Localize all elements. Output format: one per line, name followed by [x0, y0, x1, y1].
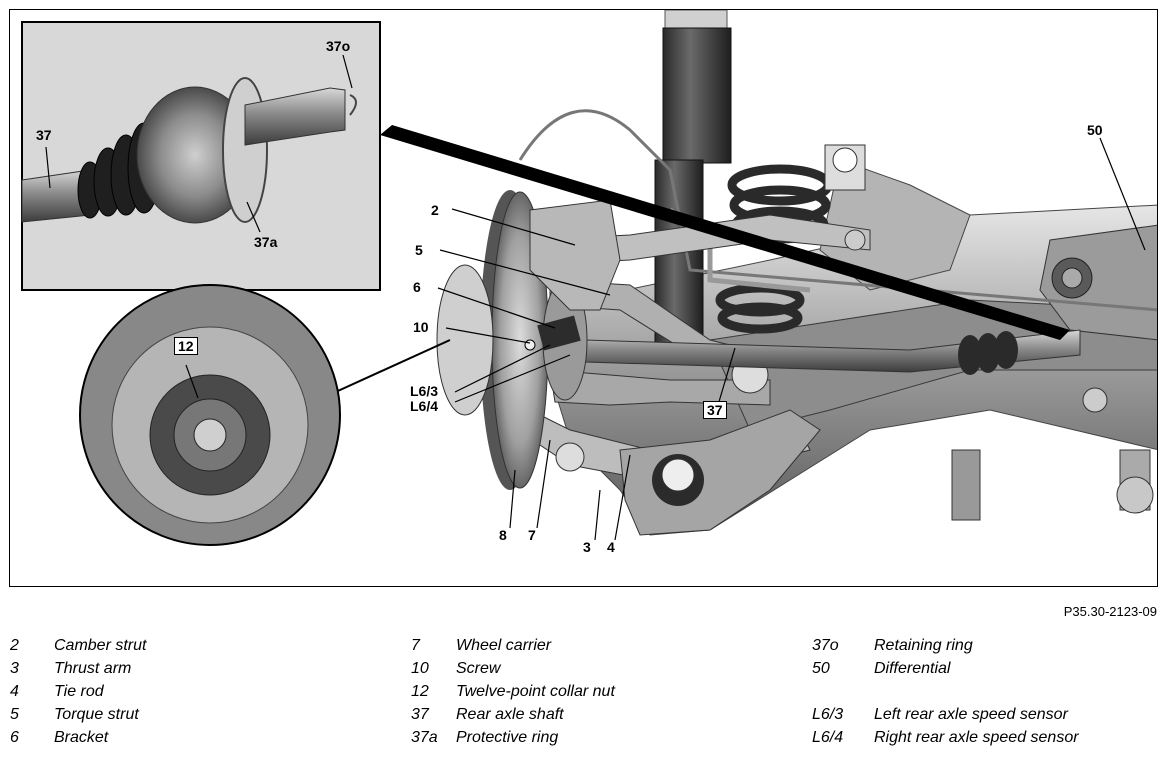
- legend-number: 37: [411, 706, 429, 723]
- callout-6: 6: [413, 279, 421, 295]
- legend-text: Right rear axle speed sensor: [874, 729, 1079, 746]
- legend-number: 2: [10, 637, 19, 654]
- callout-37a: 37a: [254, 234, 278, 250]
- callout-37-inset: 37: [36, 127, 52, 143]
- legend-text: Left rear axle speed sensor: [874, 706, 1068, 723]
- callout-10: 10: [413, 319, 429, 335]
- legend-number: 12: [411, 683, 429, 700]
- legend-row: 7 Wheel carrier: [411, 637, 615, 660]
- legend-row: 37 Rear axle shaft: [411, 706, 615, 729]
- legend-text: Wheel carrier: [456, 637, 552, 654]
- figure-reference: P35.30-2123-09: [1063, 604, 1157, 619]
- legend-text: Camber strut: [54, 637, 147, 654]
- legend-text: Protective ring: [456, 729, 559, 746]
- legend-text: Bracket: [54, 729, 109, 746]
- legend-text: Screw: [456, 660, 501, 677]
- legend-text: Torque strut: [54, 706, 139, 723]
- callout-5: 5: [415, 242, 423, 258]
- legend-number: 37a: [411, 729, 438, 746]
- legend-text: Differential: [874, 660, 951, 677]
- legend-row: L6/3 Left rear axle speed sensor: [812, 706, 1079, 729]
- legend-row: 3 Thrust arm: [10, 660, 146, 683]
- legend-row: 37o Retaining ring: [812, 637, 1079, 660]
- illustration-frame: 37o 37 37a 12 50 2 5 6 10 L6/3 L6/4 37 8…: [9, 9, 1158, 587]
- legend-text: Twelve-point collar nut: [456, 683, 615, 700]
- legend-row: 37a Protective ring: [411, 729, 615, 752]
- legend-row: 4 Tie rod: [10, 683, 146, 706]
- callout-37o: 37o: [326, 38, 351, 54]
- legend-text: Tie rod: [54, 683, 104, 700]
- legend-text: Retaining ring: [874, 637, 973, 654]
- callout-7: 7: [528, 527, 536, 543]
- callout-8: 8: [499, 527, 507, 543]
- legend-number: 50: [812, 660, 830, 677]
- legend-spacer: [812, 683, 1079, 706]
- rear-axle-illustration: [21, 10, 1157, 546]
- legend-number: 4: [10, 683, 19, 700]
- legend-text: Thrust arm: [54, 660, 132, 677]
- legend-row: 6 Bracket: [10, 729, 146, 752]
- legend-number: L6/4: [812, 729, 844, 746]
- callout-37-main: 37: [703, 401, 727, 419]
- legend-column-1: 2 Camber strut 3 Thrust arm 4 Tie rod 5 Torque …: [10, 637, 146, 752]
- callout-L6-3: L6/3: [410, 383, 439, 399]
- legend-text: Rear axle shaft: [456, 706, 564, 723]
- callout-4: 4: [607, 539, 615, 555]
- legend-number: 6: [10, 729, 19, 746]
- legend-number: 5: [10, 706, 19, 723]
- callout-3: 3: [583, 539, 591, 555]
- legend-row: 2 Camber strut: [10, 637, 146, 660]
- callout-2: 2: [431, 202, 439, 218]
- legend-number: 10: [411, 660, 429, 677]
- legend-row: 10 Screw: [411, 660, 615, 683]
- callout-L6-4: L6/4: [410, 398, 439, 414]
- legend-row: 50 Differential: [812, 660, 1079, 683]
- legend-row: 12 Twelve-point collar nut: [411, 683, 615, 706]
- legend-number: 37o: [812, 637, 839, 654]
- legend-row: L6/4 Right rear axle speed sensor: [812, 729, 1079, 752]
- legend-column-2: 7 Wheel carrier 10 Screw 12 Twelve-point coll…: [411, 637, 615, 752]
- callout-50: 50: [1087, 122, 1103, 138]
- legend-number: 3: [10, 660, 19, 677]
- callout-12: 12: [174, 337, 198, 355]
- legend-number: L6/3: [812, 706, 844, 723]
- legend-number: 7: [411, 637, 420, 654]
- legend-row: 5 Torque strut: [10, 706, 146, 729]
